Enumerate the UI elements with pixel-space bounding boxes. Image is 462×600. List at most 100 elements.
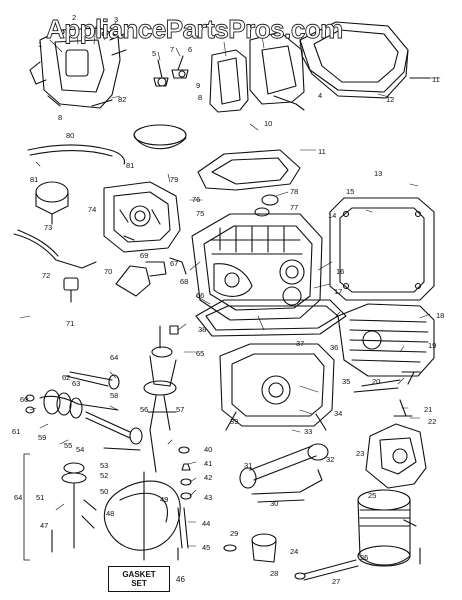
part-label-30: 30 (270, 499, 278, 508)
small-hardware-parts (169, 325, 237, 561)
part-label-78: 78 (290, 187, 298, 196)
group-bracket-64 (23, 453, 30, 561)
breather-part (353, 371, 427, 565)
part-label-32: 32 (326, 455, 334, 464)
piston-part (251, 489, 417, 581)
crankcase-sump-part (219, 343, 335, 431)
part-label-61: 61 (12, 427, 20, 436)
part-label-73: 73 (44, 223, 52, 232)
part-label-23: 23 (356, 449, 364, 458)
part-label-24: 24 (290, 547, 298, 556)
part-label-51: 51 (36, 493, 44, 502)
part-label-7: 7 (170, 45, 174, 54)
part-label-81-right: 81 (126, 161, 134, 170)
part-label-5: 5 (152, 49, 156, 58)
camshaft-part (39, 371, 143, 445)
part-label-33: 33 (304, 427, 312, 436)
part-label-4: 4 (318, 91, 322, 100)
crankshaft-part (143, 325, 177, 473)
part-label-26: 26 (360, 553, 368, 562)
part-label-41: 41 (204, 459, 212, 468)
gasket-set-box: GASKET SET (108, 566, 170, 592)
intake-plate-part (197, 149, 301, 217)
part-label-47: 47 (40, 521, 48, 530)
part-label-12: 12 (386, 95, 394, 104)
part-label-60: 60 (20, 395, 28, 404)
part-label-13: 13 (374, 169, 382, 178)
part-label-69: 69 (140, 251, 148, 260)
watermark-text: AppliancePartsPros.com (46, 14, 343, 44)
part-label-36: 36 (330, 343, 338, 352)
part-label-15: 15 (346, 187, 354, 196)
part-label-22: 22 (428, 417, 436, 426)
part-label-25: 25 (368, 491, 376, 500)
gasket-set-label-line1: GASKET (122, 570, 156, 579)
part-label-40: 40 (204, 445, 212, 454)
part-label-80: 80 (66, 131, 74, 140)
fuel-pump-part (13, 181, 97, 303)
part-label-52: 52 (100, 471, 108, 480)
part-label-19: 19 (428, 341, 436, 350)
part-label-65: 65 (196, 349, 204, 358)
part-label-66: 66 (196, 291, 204, 300)
part-label-50: 50 (100, 487, 108, 496)
part-label-42: 42 (204, 473, 212, 482)
part-label-64-side: 64 (14, 493, 22, 502)
carburetor-part (103, 181, 181, 253)
part-label-29: 29 (230, 529, 238, 538)
bolt-parts (153, 55, 189, 87)
part-label-79: 79 (170, 175, 178, 184)
fuel-line-part (27, 124, 187, 165)
part-label-20: 20 (372, 377, 380, 386)
part-label-14: 14 (328, 211, 336, 220)
part-label-45: 45 (202, 543, 210, 552)
part-label-53: 53 (100, 461, 108, 470)
part-label-16: 16 (336, 267, 344, 276)
part-label-3: 3 (114, 15, 118, 24)
part-label-67: 67 (170, 259, 178, 268)
part-label-44: 44 (202, 519, 210, 528)
valve-parts (25, 394, 141, 451)
part-label-27: 27 (332, 577, 340, 586)
part-label-2: 2 (72, 13, 76, 22)
part-label-46: 46 (176, 575, 185, 584)
flywheel-gear-part (103, 471, 181, 561)
governor-part (51, 462, 97, 553)
part-number-labels: 1 2 3 4 5 6 7 8 9 10 11 12 13 14 15 16 1… (12, 13, 444, 586)
part-label-70: 70 (104, 267, 112, 276)
part-label-64-top: 64 (110, 353, 118, 362)
part-label-82: 82 (118, 95, 126, 104)
part-label-58: 58 (110, 391, 118, 400)
part-label-37: 37 (296, 339, 304, 348)
part-label-11: 11 (432, 75, 440, 84)
blower-housing-part (29, 27, 127, 109)
part-label-8: 8 (58, 113, 62, 122)
part-label-49: 49 (160, 495, 168, 504)
part-label-10: 10 (264, 119, 272, 128)
part-label-71: 71 (66, 319, 74, 328)
part-label-56: 56 (140, 405, 148, 414)
part-label-39: 39 (230, 417, 238, 426)
part-label-54: 54 (76, 445, 84, 454)
part-label-75: 75 (196, 209, 204, 218)
part-label-1: 1 (38, 40, 42, 49)
part-label-43: 43 (204, 493, 212, 502)
part-label-63: 63 (72, 379, 80, 388)
part-label-9: 9 (196, 81, 200, 90)
air-filter-plate-part (329, 197, 435, 301)
part-label-11-mid: 11 (318, 147, 326, 156)
part-label-38: 38 (198, 325, 206, 334)
part-label-21: 21 (424, 405, 432, 414)
watermark-logo: AppliancePartsPros.com (8, 8, 448, 53)
air-cleaner-cover-part (299, 21, 431, 99)
part-label-31: 31 (244, 461, 252, 470)
part-label-62: 62 (62, 373, 70, 382)
part-label-17: 17 (334, 287, 342, 296)
part-label-77: 77 (290, 203, 298, 212)
gasket-set-label-line2: SET (131, 579, 147, 588)
part-label-76: 76 (192, 195, 200, 204)
part-label-72: 72 (42, 271, 50, 280)
part-label-74: 74 (88, 205, 96, 214)
part-label-8-bolt: 8 (198, 93, 202, 102)
